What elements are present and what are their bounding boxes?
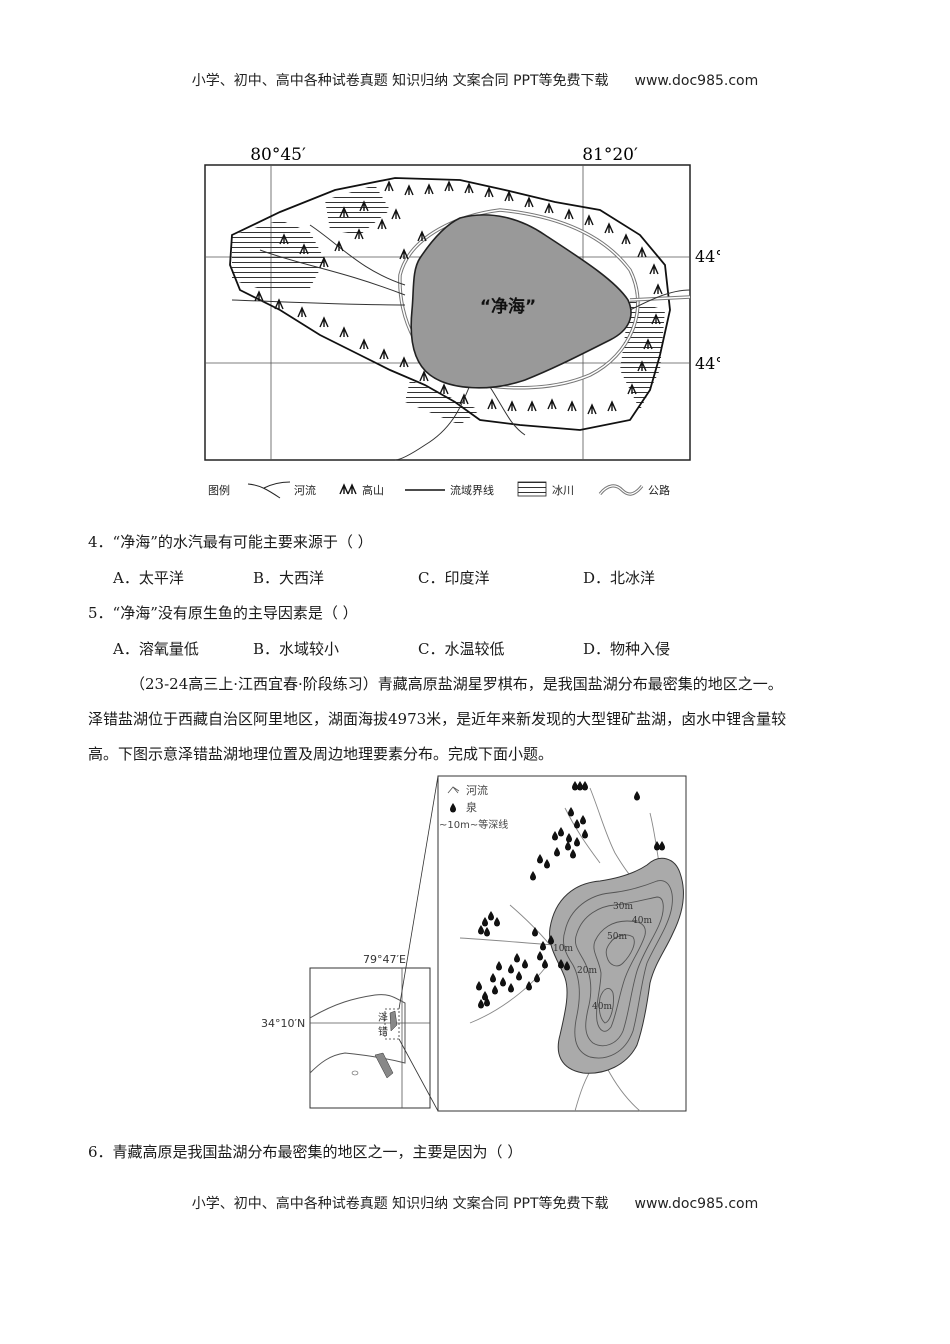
question-4-options: A．太平洋 B．大西洋 C．印度洋 D．北冰洋 — [113, 567, 655, 588]
option-b[interactable]: B．水域较小 — [253, 640, 340, 658]
footer-text: 小学、初中、高中各种试卷真题 知识归纳 文案合同 PPT等免费下载 — [191, 1196, 609, 1212]
depth-label: 40m — [592, 1002, 612, 1012]
question-5-text: “净海”没有原生鱼的主导因素是（ ） — [112, 604, 358, 622]
depth-label: 10m — [553, 944, 573, 954]
passage-line-2: 泽错盐湖位于西藏自治区阿里地区，湖面海拔4973米，是近年来新发现的大型锂矿盐湖… — [88, 710, 787, 728]
question-5-number: 5． — [88, 604, 113, 622]
depth-label: 50m — [607, 932, 627, 942]
option-c[interactable]: C．水温较低 — [418, 640, 505, 658]
locator-lat: 34°10′N — [261, 1017, 305, 1030]
map-legend: 图例 河流 高山 流域界线 冰川 公路 — [208, 481, 670, 499]
depth-label: 20m — [577, 966, 597, 976]
glacier-legend-icon — [517, 481, 547, 497]
question-4-text: “净海”的水汽最有可能主要来源于（ ） — [112, 533, 373, 551]
legend-boundary: 流域界线 — [450, 483, 494, 497]
map-frame — [204, 164, 691, 461]
mountain-legend-icon — [339, 484, 357, 495]
basin-boundary — [229, 177, 671, 431]
question-6-number: 6． — [88, 1143, 113, 1161]
glacier-east — [620, 300, 665, 410]
legend-title: 图例 — [208, 483, 230, 497]
legend-spring: 泉 — [466, 800, 477, 814]
footer-url[interactable]: www.doc985.com — [634, 1196, 759, 1212]
river-legend-icon — [247, 481, 291, 499]
option-d[interactable]: D．物种入侵 — [583, 640, 671, 658]
legend-river: 河流 — [466, 783, 488, 797]
locator-lon: 79°47′E — [363, 953, 406, 966]
passage-line-3: 高。下图示意泽错盐湖地理位置及周边地理要素分布。完成下面小题。 — [88, 745, 554, 763]
passage-line-1: （23-24高三上·江西宜春·阶段练习）青藏高原盐湖星罗棋布，是我国盐湖分布最密… — [130, 675, 783, 693]
option-c[interactable]: C．印度洋 — [418, 569, 490, 587]
header-text: 小学、初中、高中各种试卷真题 知识归纳 文案合同 PPT等免费下载 — [191, 73, 609, 89]
legend-contour: ~10m~等深线 — [439, 818, 508, 831]
question-5: 5．“净海”没有原生鱼的主导因素是（ ） — [88, 602, 358, 623]
legend-mountain: 高山 — [362, 483, 384, 497]
river-legend-icon — [447, 786, 460, 794]
locator-inset — [309, 967, 431, 1109]
question-4-number: 4． — [88, 533, 113, 551]
page-footer: 小学、初中、高中各种试卷真题 知识归纳 文案合同 PPT等免费下载 www.doc… — [0, 1193, 950, 1213]
question-4: 4．“净海”的水汽最有可能主要来源于（ ） — [88, 531, 373, 552]
depth-labels: 30m 40m 50m 10m 20m 40m — [553, 902, 652, 1012]
depth-label: 30m — [613, 902, 633, 912]
map2-legend: 河流 泉 ~10m~等深线 — [439, 783, 508, 831]
jinghai-map: “净海” 80°45′ 81°20′ 44°40′ 44°32′ 图例 河流 高… — [204, 145, 720, 499]
passage: （23-24高三上·江西宜春·阶段练习）青藏高原盐湖星罗棋布，是我国盐湖分布最密… — [88, 667, 878, 772]
locator-lake-name-2: 错 — [378, 1025, 388, 1038]
header-url[interactable]: www.doc985.com — [634, 73, 759, 89]
road-legend-icon — [598, 484, 644, 496]
locator-lake-name-1: 泽 — [378, 1012, 388, 1024]
question-6: 6．青藏高原是我国盐湖分布最密集的地区之一，主要是因为（ ） — [88, 1141, 522, 1162]
question-6-text: 青藏高原是我国盐湖分布最密集的地区之一，主要是因为（ ） — [112, 1143, 523, 1161]
lon-right-label: 81°20′ — [582, 145, 638, 165]
jinghai-lake — [410, 214, 632, 389]
legend-glacier: 冰川 — [552, 484, 574, 497]
option-b[interactable]: B．大西洋 — [253, 569, 325, 587]
depth-label: 40m — [632, 916, 652, 926]
lake-label: “净海” — [480, 296, 536, 317]
option-a[interactable]: A．太平洋 — [113, 569, 184, 587]
lat-bottom-label: 44°32′ — [695, 354, 720, 373]
lat-top-label: 44°40′ — [695, 247, 720, 266]
legend-river: 河流 — [294, 483, 316, 497]
question-5-options: A．溶氧量低 B．水域较小 C．水温较低 D．物种入侵 — [113, 638, 670, 659]
legend-road: 公路 — [648, 484, 670, 497]
page-header: 小学、初中、高中各种试卷真题 知识归纳 文案合同 PPT等免费下载 www.doc… — [0, 70, 950, 90]
lon-left-label: 80°45′ — [250, 145, 306, 165]
option-d[interactable]: D．北冰洋 — [583, 569, 656, 587]
zecuo-lake-map: 79°47′E 34°10′N 泽 错 30m 40m 50m 10m 20m … — [261, 775, 687, 1112]
option-a[interactable]: A．溶氧量低 — [113, 640, 199, 658]
